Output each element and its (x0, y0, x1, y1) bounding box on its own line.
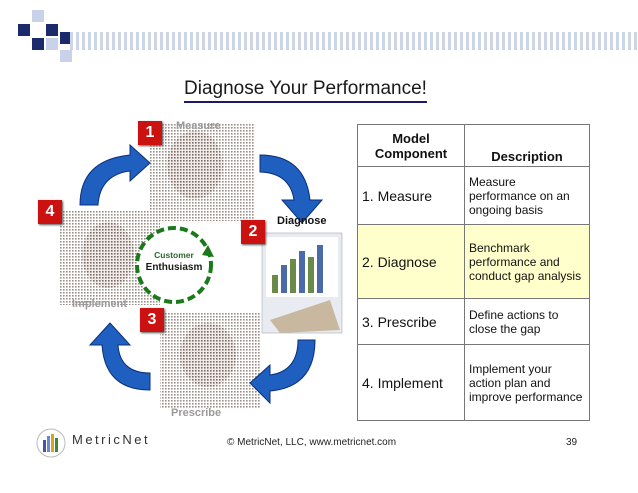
header-stripe (70, 32, 638, 50)
row-component: 4. Implement (357, 344, 465, 421)
corner-decoration (18, 10, 72, 62)
step-label-measure: Measure (176, 120, 221, 132)
cycle-diagram (60, 123, 343, 409)
copyright-text: © MetricNet, LLC, www.metricnet.com (227, 437, 397, 448)
row-component: 1. Measure (357, 166, 465, 225)
model-table: Model Component Description 1. Measure M… (357, 124, 590, 421)
row-description: Define actions to close the gap (464, 298, 590, 345)
step-label-diagnose: Diagnose (277, 215, 327, 227)
table-row: 4. Implement Implement your action plan … (357, 344, 590, 421)
step-label-prescribe: Prescribe (171, 407, 222, 419)
table-row-highlight: 2. Diagnose Benchmark performance and co… (357, 224, 590, 299)
page-number: 39 (566, 437, 578, 448)
brand-name: MetricNet (72, 432, 151, 447)
row-description: Measure performance on an ongoing basis (464, 166, 590, 225)
table-row: 3. Prescribe Define actions to close the… (357, 298, 590, 345)
step-badge-1: 1 (138, 121, 162, 145)
cycle-arrows (79, 143, 324, 405)
step-label-implement: Implement (72, 298, 128, 310)
table-header-component: Model Component (357, 124, 465, 167)
diagnose-photo (261, 232, 343, 334)
step-badge-3: 3 (140, 308, 164, 332)
row-component: 2. Diagnose (357, 224, 465, 299)
center-label-customer: Customer (154, 250, 194, 260)
center-label-enthusiasm: Enthusiasm (145, 262, 203, 273)
row-description: Implement your action plan and improve p… (464, 344, 590, 421)
step-badge-4: 4 (38, 200, 62, 224)
metricnet-logo-icon (36, 428, 66, 458)
table-header-description: Description (464, 124, 590, 167)
table-row: 1. Measure Measure performance on an ong… (357, 166, 590, 225)
row-component: 3. Prescribe (357, 298, 465, 345)
slide-title: Diagnose Your Performance! (184, 78, 427, 103)
enthusiasm-ring (135, 226, 213, 304)
row-description: Benchmark performance and conduct gap an… (464, 224, 590, 299)
step-badge-2: 2 (241, 220, 265, 244)
